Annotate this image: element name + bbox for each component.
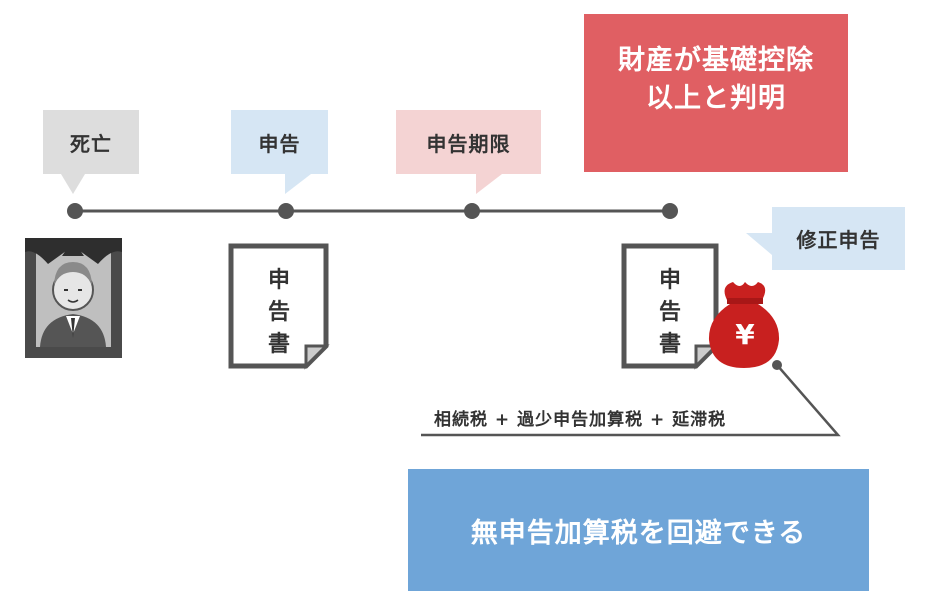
callout-death-tail xyxy=(61,174,85,194)
callout-filing: 申告 xyxy=(231,110,328,194)
penalty-underline xyxy=(421,364,841,437)
result-text: 無申告加算税を回避できる xyxy=(470,517,807,549)
tax-return-document-icon xyxy=(228,243,330,370)
filing-doc-char-3: 書 xyxy=(267,332,290,357)
callout-assets-tail xyxy=(701,118,731,144)
amended-return-document-icon xyxy=(621,243,720,370)
callout-filing-label: 申告 xyxy=(258,131,301,156)
timeline-dot-filing xyxy=(278,203,294,219)
timeline-dot-deadline xyxy=(464,203,480,219)
amended-doc-char-1: 申 xyxy=(658,268,681,293)
amended-doc-char-2: 告 xyxy=(658,300,681,325)
timeline-dot-discovery xyxy=(662,203,678,219)
callout-death-label: 死亡 xyxy=(70,131,112,156)
callout-amendment-label: 修正申告 xyxy=(796,228,881,252)
callout-assets-line2: 以上と判明 xyxy=(646,83,786,114)
timeline-dot-death xyxy=(67,203,83,219)
money-bag-icon xyxy=(708,282,780,368)
callout-amendment: 修正申告 xyxy=(746,207,905,270)
penalty-text: 相続税 + 過少申告加算税 + 延滞税 xyxy=(434,410,727,430)
callout-filing-tail xyxy=(285,174,311,194)
callout-deadline-tail xyxy=(476,174,502,194)
callout-assets-discovered: 財産が基礎控除 以上と判明 xyxy=(584,14,848,172)
deceased-portrait-icon xyxy=(25,238,122,358)
result-box: 無申告加算税を回避できる xyxy=(408,469,869,591)
yen-symbol: ¥ xyxy=(735,318,755,351)
callout-deadline: 申告期限 xyxy=(396,110,541,194)
amended-doc-char-3: 書 xyxy=(658,332,681,357)
callout-death: 死亡 xyxy=(43,110,139,194)
callout-amendment-tail xyxy=(746,233,772,255)
filing-doc-char-2: 告 xyxy=(267,300,290,325)
callout-assets-line1: 財産が基礎控除 xyxy=(618,45,814,76)
filing-doc-char-1: 申 xyxy=(267,268,290,293)
callout-deadline-label: 申告期限 xyxy=(426,131,511,156)
